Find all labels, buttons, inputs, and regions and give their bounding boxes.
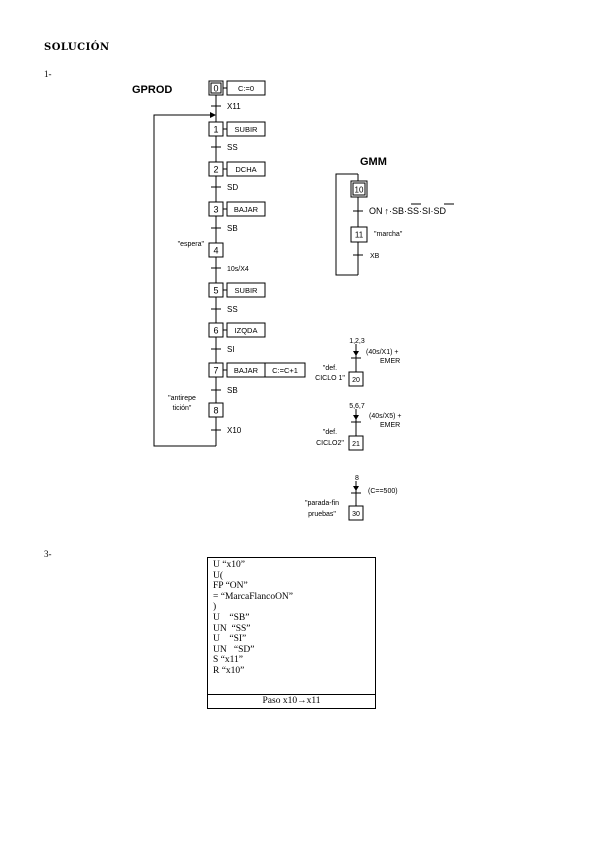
step-6-label: 6 [213,326,218,336]
arrow-21 [353,415,359,420]
code-caption: Paso x10→x11 [208,694,375,708]
step-0-box-inner [210,82,222,94]
t10-sb: ·SB· [389,206,407,216]
action-box-5 [226,282,266,298]
action-box-2 [226,161,266,177]
transition-2: SD [227,183,238,192]
step-21-label: 21 [352,441,360,448]
step-8-box [208,402,224,418]
step-21-cond-line2: EMER [380,422,400,429]
step-20-cond-line1: (40s/X1) + [366,349,399,356]
transition-4: 10s/X4 [227,266,249,273]
transition-1: SS [227,143,238,152]
rising-edge-arrow-icon: ↑ [385,206,390,216]
transition-8: X10 [227,426,242,435]
action-5: SUBIR [235,286,259,295]
step-21-box [348,435,364,451]
action-7b: C:=C+1 [272,366,298,375]
section-number-1: 1- [44,69,52,79]
t10-si: ·SI· [419,206,434,216]
code-line: U “SB” [213,612,250,623]
gprod-title: GPROD [132,84,172,96]
step-1-label: 1 [213,125,218,135]
step-30-box [348,505,364,521]
step-5-label: 5 [213,286,218,296]
gmm-transition-10: ON↑·SB·SS·SI·SD [369,206,447,216]
action-6: IZQDA [235,326,258,335]
t10-sd: SD [434,206,447,216]
step-20-cond-line2: EMER [380,358,400,365]
code-line: = “MarcaFlancoON” [213,591,294,602]
step-20-sources: 1,2,3 [349,338,365,345]
step-21-comment-line1: "def. [323,429,337,436]
arrow-30 [353,486,359,491]
step-8-label: 8 [213,406,218,416]
action-1: SUBIR [235,125,259,134]
step-30-sources: 8 [355,475,359,482]
loop-back-line [153,114,216,447]
code-line: R “x10” [213,665,245,676]
transition-6: SI [227,345,235,354]
code-line: UN “SS” [213,623,251,634]
t10-on: ON [369,206,383,216]
step-30-condition: (C==500) [368,488,398,495]
action-2: DCHA [235,165,256,174]
code-line: U “x10” [213,560,245,570]
transition-5: SS [227,305,238,314]
arrow-20 [353,351,359,356]
step-21-comment-line2: CICLO2" [316,440,344,447]
code-line: U “SI” [213,634,247,645]
step-20-label: 20 [352,377,360,384]
code-line: FP “ON” [213,581,248,592]
step-0-label: 0 [213,84,218,94]
step-4-label: 4 [213,246,218,256]
step-4-box [208,242,224,258]
comment-step-4: "espera" [178,241,205,248]
step-20-comment-line1: "def. [323,365,337,372]
t10-ss: SS [407,206,419,216]
step-10-label: 10 [355,186,364,195]
transition-0: X11 [227,102,241,111]
loop-arrow-head [210,112,216,118]
step-10-box-outer [350,180,368,198]
transition-3: SB [227,224,238,233]
step-20-comment-line2: CICLO 1" [315,375,345,382]
action-box-1 [226,121,266,137]
gmm-transition-11: XB [370,253,380,260]
comment-step-11: "marcha" [374,231,403,238]
step-21-cond-line1: (40s/X5) + [369,413,402,420]
code-listing: U “x10”U(FP “ON”= “MarcaFlancoON”)U “SB”… [213,560,293,677]
step-7-label: 7 [213,366,218,376]
step-30-comment-line2: pruebas" [308,511,336,518]
code-listing-box: U “x10”U(FP “ON”= “MarcaFlancoON”)U “SB”… [207,557,376,709]
action-box-7b [264,362,306,378]
code-line: UN “SD” [213,644,255,655]
action-box-3 [226,201,266,217]
comment-step-8-line2: tición" [173,405,192,412]
step-3-label: 3 [213,205,218,215]
step-2-label: 2 [213,165,218,175]
step-30-label: 30 [352,511,360,518]
action-box-6 [226,322,266,338]
step-21-sources: 5,6,7 [349,403,365,410]
step-30-comment-line1: "parada-fin [305,500,339,507]
action-box-0 [226,80,266,96]
heading-solucion: SOLUCIÓN [44,42,110,53]
code-line: S “x11” [213,655,243,666]
action-7: BAJAR [234,366,259,375]
step-11-box [350,226,368,243]
comment-step-8-line1: "antirepe [168,395,196,402]
transition-7: SB [227,386,238,395]
code-line: ) [213,602,217,613]
gmm-title: GMM [360,156,387,168]
step-11-label: 11 [355,231,364,240]
code-line: U( [213,570,224,581]
section-number-3: 3- [44,549,52,559]
step-10-box-inner [352,182,366,196]
action-3: BAJAR [234,205,259,214]
step-20-box [348,371,364,387]
action-0: C:=0 [238,84,254,93]
